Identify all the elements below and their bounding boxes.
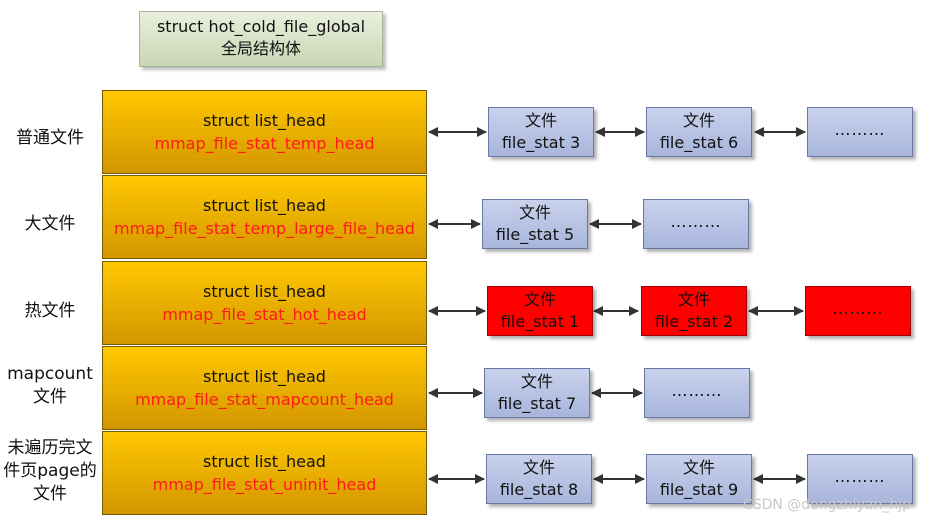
node-line1: 文件 <box>518 203 551 222</box>
list-head-name: mmap_file_stat_temp_large_file_head <box>114 219 415 238</box>
ellipsis-node: ……… <box>643 199 749 249</box>
ellipsis-text: ……… <box>832 299 884 318</box>
ellipsis-node: ……… <box>807 107 913 157</box>
list-head-temp: struct list_head mmap_file_stat_temp_hea… <box>102 90 427 174</box>
list-head-name: mmap_file_stat_uninit_head <box>152 475 377 494</box>
node-line1: 文件 <box>682 458 715 477</box>
label-line1: 未遍历完文 <box>7 438 93 458</box>
label-line1: mapcount <box>7 364 93 384</box>
row-label-uninit-file: 未遍历完文 件页page的 文件 <box>0 437 100 506</box>
file-stat-node: 文件 file_stat 5 <box>482 199 588 249</box>
list-head-uninit: struct list_head mmap_file_stat_uninit_h… <box>102 431 427 515</box>
list-head-temp-large: struct list_head mmap_file_stat_temp_lar… <box>102 175 427 259</box>
list-head-name: mmap_file_stat_mapcount_head <box>135 390 394 409</box>
node-line2: file_stat 1 <box>500 312 580 331</box>
title-box: struct hot_cold_file_global 全局结构体 <box>139 11 383 67</box>
ellipsis-text: ……… <box>834 120 886 139</box>
list-head-mapcount: struct list_head mmap_file_stat_mapcount… <box>102 346 427 430</box>
node-line1: 文件 <box>524 111 557 130</box>
hot-file-stat-node: 文件 file_stat 1 <box>487 286 593 336</box>
list-head-type: struct list_head <box>203 196 326 215</box>
node-line1: 文件 <box>677 290 710 309</box>
ellipsis-text: ……… <box>834 467 886 486</box>
label-line2: 文件 <box>33 387 67 407</box>
label-line3: 文件 <box>33 484 67 504</box>
file-stat-node: 文件 file_stat 3 <box>488 107 594 157</box>
list-head-type: struct list_head <box>203 367 326 386</box>
file-stat-node: 文件 file_stat 6 <box>646 107 752 157</box>
node-line2: file_stat 8 <box>499 480 579 499</box>
list-head-type: struct list_head <box>203 111 326 130</box>
row-label-large-file: 大文件 <box>24 214 76 234</box>
file-stat-node: 文件 file_stat 8 <box>486 454 592 504</box>
node-line2: file_stat 3 <box>501 133 581 152</box>
node-line2: file_stat 2 <box>654 312 734 331</box>
node-line2: file_stat 6 <box>659 133 739 152</box>
node-line1: 文件 <box>520 372 553 391</box>
title-line2: 全局结构体 <box>220 39 301 58</box>
hot-ellipsis-node: ……… <box>805 286 911 336</box>
file-stat-node: 文件 file_stat 7 <box>484 368 590 418</box>
hot-file-stat-node: 文件 file_stat 2 <box>641 286 747 336</box>
list-head-type: struct list_head <box>203 452 326 471</box>
row-label-hot-file: 热文件 <box>24 301 76 321</box>
node-line1: 文件 <box>522 458 555 477</box>
node-line1: 文件 <box>682 111 715 130</box>
label-line2: 件页page的 <box>3 461 97 481</box>
list-head-name: mmap_file_stat_hot_head <box>162 305 367 324</box>
list-head-hot: struct list_head mmap_file_stat_hot_head <box>102 261 427 345</box>
ellipsis-node: ……… <box>644 368 750 418</box>
list-head-type: struct list_head <box>203 282 326 301</box>
list-head-name: mmap_file_stat_temp_head <box>154 134 375 153</box>
node-line2: file_stat 9 <box>659 480 739 499</box>
row-label-normal-file: 普通文件 <box>16 128 84 148</box>
node-line2: file_stat 5 <box>495 225 575 244</box>
ellipsis-node: ……… <box>807 454 913 504</box>
file-stat-node: 文件 file_stat 9 <box>646 454 752 504</box>
row-label-mapcount-file: mapcount 文件 <box>0 363 100 409</box>
ellipsis-text: ……… <box>670 212 722 231</box>
ellipsis-text: ……… <box>671 381 723 400</box>
watermark: CSDN @dongzhiyan_hjp <box>742 497 911 513</box>
title-line1: struct hot_cold_file_global <box>156 17 366 36</box>
node-line1: 文件 <box>523 290 556 309</box>
node-line2: file_stat 7 <box>497 394 577 413</box>
